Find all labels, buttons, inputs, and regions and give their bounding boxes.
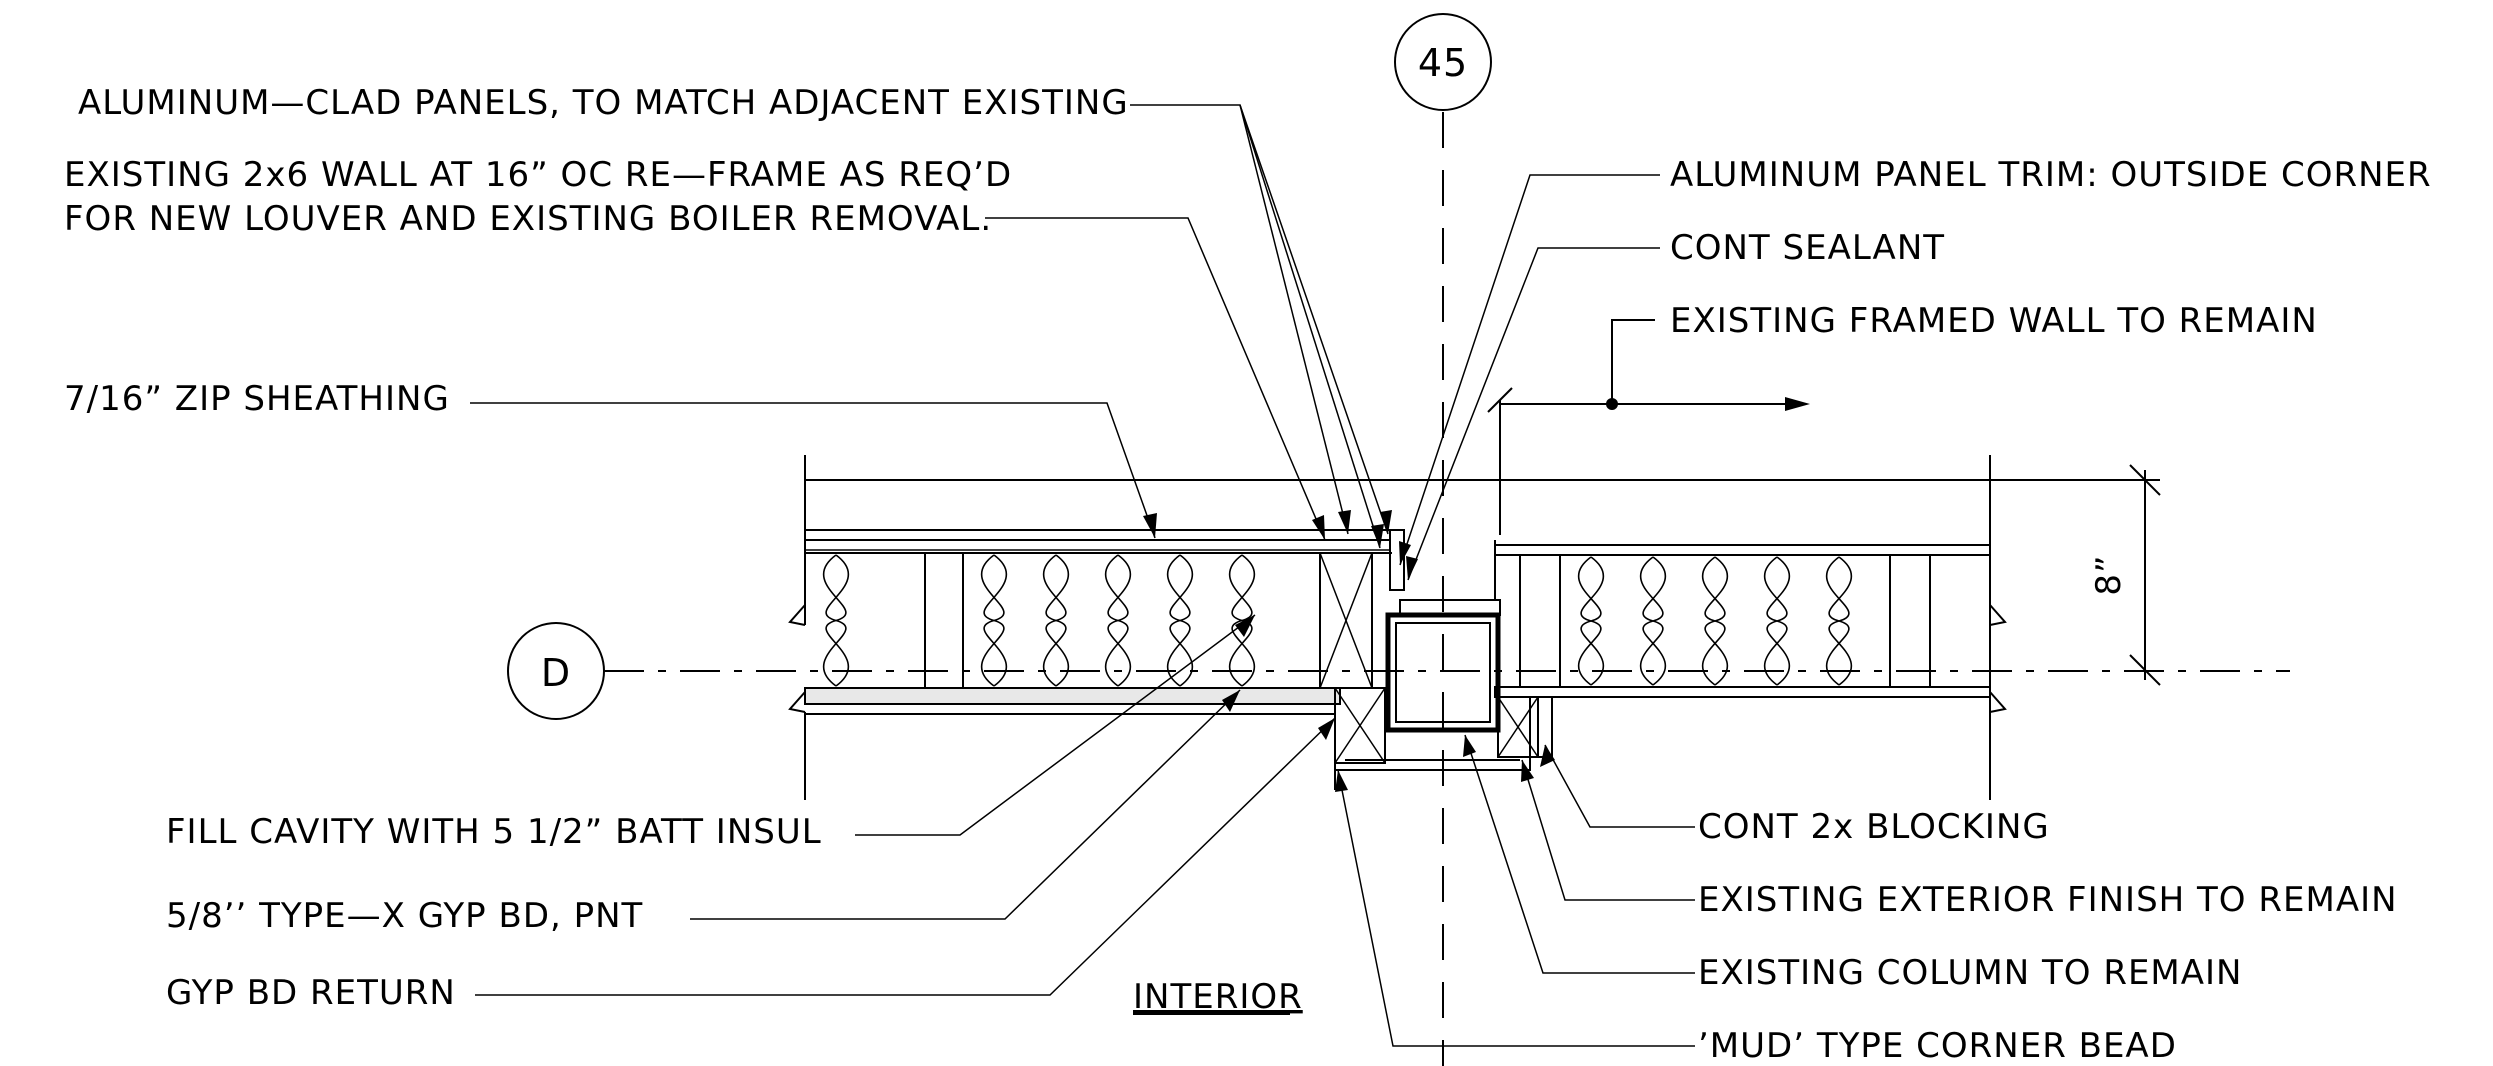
label-existing-wall-line1: EXISTING 2x6 WALL AT 16” OC RE—FRAME AS … [64, 155, 1012, 195]
label-interior: INTERIOR [1133, 977, 1303, 1017]
grid-45-marker: 45 [1394, 13, 1492, 111]
insulation-loop [1701, 556, 1729, 686]
grid-45-label: 45 [1418, 41, 1468, 85]
gyp-board [804, 687, 1341, 705]
insulation-loop [1763, 556, 1791, 686]
insulation-loop [1825, 556, 1853, 686]
insulation-loop [980, 554, 1008, 687]
label-existing-framed-wall: EXISTING FRAMED WALL TO REMAIN [1670, 301, 2318, 341]
label-corner-bead: ’MUD’ TYPE CORNER BEAD [1698, 1026, 2177, 1066]
label-fill-cavity: FILL CAVITY WITH 5 1/2” BATT INSUL [166, 812, 822, 852]
label-cont-sealant: CONT SEALANT [1670, 228, 1945, 268]
depth-dimension: 8” [2005, 464, 2161, 686]
existing-wall-extent-arrow [1487, 319, 1810, 535]
label-existing-column: EXISTING COLUMN TO REMAIN [1698, 953, 2242, 993]
insulation-loop [1639, 556, 1667, 686]
grid-d-marker: D [507, 622, 605, 720]
new-wall-assembly [788, 455, 2005, 800]
label-cont-blocking: CONT 2x BLOCKING [1698, 807, 2050, 847]
insulation-loop [1166, 554, 1194, 687]
insulation-loop [1042, 554, 1070, 687]
label-panel-trim: ALUMINUM PANEL TRIM: OUTSIDE CORNER [1670, 155, 2432, 195]
label-gyp-return: GYP BD RETURN [166, 973, 456, 1013]
batt-insulation-left [822, 554, 1256, 687]
label-zip-sheathing: 7/16” ZIP SHEATHING [64, 379, 450, 419]
label-existing-wall-line2: FOR NEW LOUVER AND EXISTING BOILER REMOV… [64, 199, 992, 239]
leader-arrowheads [1143, 510, 1555, 792]
label-aluminum-clad-panels: ALUMINUM—CLAD PANELS, TO MATCH ADJACENT … [78, 83, 1129, 123]
label-exterior-finish: EXISTING EXTERIOR FINISH TO REMAIN [1698, 880, 2398, 920]
label-gyp-bd: 5/8’’ TYPE—X GYP BD, PNT [166, 896, 643, 936]
existing-wall-assembly [1494, 455, 2007, 800]
leader-lines [470, 104, 1695, 1047]
insulation-loop [1577, 556, 1605, 686]
existing-column [1385, 529, 1501, 733]
insulation-loop [1228, 554, 1256, 687]
insulation-loop [822, 554, 850, 687]
insulation-loop [1104, 554, 1132, 687]
batt-insulation-right [1577, 556, 1853, 686]
depth-dimension-value: 8” [2089, 554, 2129, 595]
grid-d-label: D [541, 651, 571, 695]
